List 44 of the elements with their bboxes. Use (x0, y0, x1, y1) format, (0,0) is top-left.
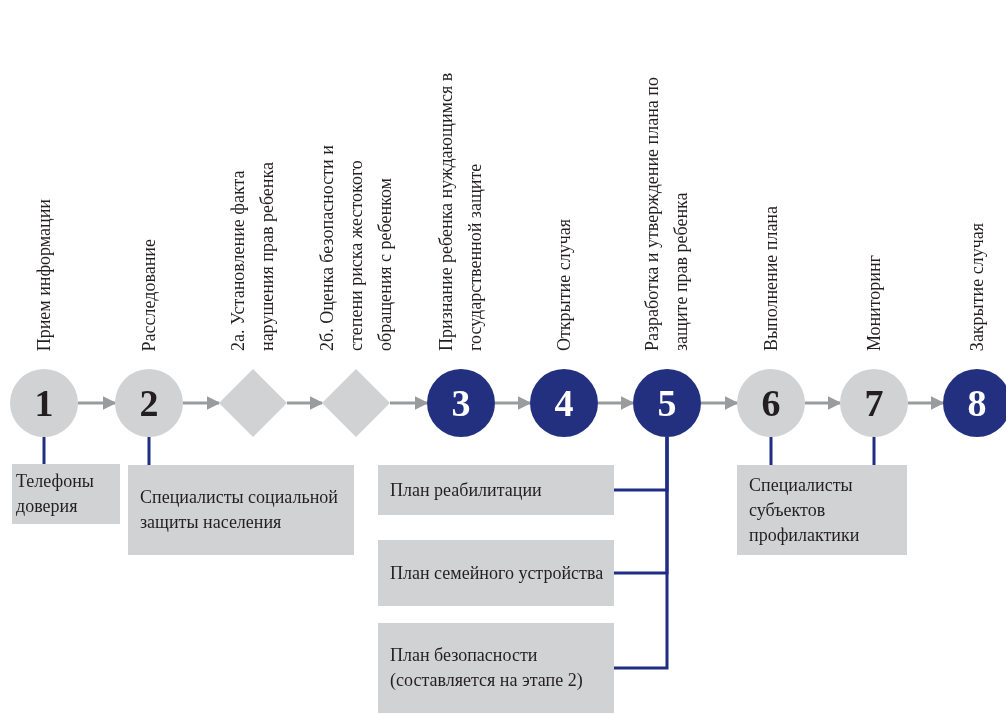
info-text: Специалисты социальной защиты населения (140, 486, 339, 534)
arrow (908, 396, 945, 410)
step-title: Выполнение плана (759, 205, 782, 351)
info-panel (378, 540, 614, 606)
info-text: План безопасности (составляется на этапе 2) (390, 644, 584, 692)
connector-line (42, 437, 46, 464)
arrow (183, 396, 221, 410)
step-title: Открытие случая (552, 219, 575, 351)
info-text: Телефоны доверия (16, 470, 95, 518)
arrow (805, 396, 842, 410)
step-number: 4 (554, 384, 574, 422)
info-text: План семейного устройства (390, 561, 604, 585)
connector-line (147, 437, 151, 465)
step-title: Прием информации (32, 198, 55, 351)
connector-line (614, 437, 669, 670)
connector-line (769, 437, 773, 465)
step-number: 2 (139, 384, 159, 422)
step-number: 8 (967, 384, 987, 422)
step-title: 2б. Оценка безопасности и степени риска жестокого обращения с ребенком (315, 144, 396, 351)
info-panel (378, 465, 614, 515)
arrow (287, 396, 324, 410)
arrow (598, 396, 635, 410)
step-number: 3 (451, 384, 471, 422)
arrow (78, 396, 117, 410)
step-number: 6 (761, 384, 781, 422)
step-number: 5 (657, 384, 677, 422)
step-title: Разработка и утверждение плана по защите прав ребенка (641, 76, 692, 351)
arrow (701, 396, 739, 410)
connector-line (872, 437, 876, 465)
step-title: Закрытие случая (965, 222, 988, 351)
info-panel (737, 465, 907, 555)
step-title: Расследование (137, 238, 160, 351)
arrow (495, 396, 532, 410)
arrow (390, 396, 429, 410)
step-number: 7 (864, 384, 884, 422)
step-title: Признание ребенка нуждающимся в государственной защите (435, 71, 486, 351)
info-panel (378, 623, 614, 713)
info-panel (128, 465, 354, 555)
step-title: Мониторинг (862, 254, 885, 351)
info-panel (12, 464, 120, 524)
info-text: План реабилитации (390, 478, 542, 502)
step-title: 2а. Установление факта нарушения прав ребенка (227, 161, 278, 351)
info-text: Специалисты субъектов профилактики (749, 473, 861, 547)
step-number: 1 (34, 384, 54, 422)
